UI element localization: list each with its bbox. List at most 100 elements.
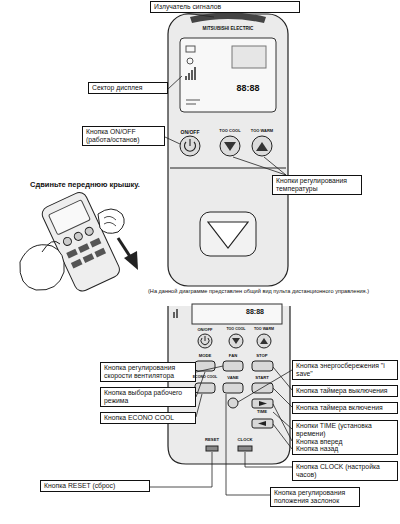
mode-button xyxy=(195,361,215,371)
callout-box: Кнопка таймера выключения xyxy=(292,385,398,397)
up-triangle xyxy=(260,338,268,344)
fingers xyxy=(104,216,116,226)
callout-box: Кнопка ON/OFF (работа/останов) xyxy=(82,126,165,146)
button-label: TOO COOL xyxy=(216,129,244,133)
up-triangle xyxy=(256,142,268,151)
button-label: ON/OFF xyxy=(192,328,218,332)
down-triangle xyxy=(224,142,236,151)
temperature-button xyxy=(252,136,272,156)
cover-triangle xyxy=(208,222,248,248)
isave-button xyxy=(228,398,238,408)
back-triangle xyxy=(258,421,266,426)
leader-line xyxy=(196,394,202,417)
fan-bars xyxy=(186,67,195,80)
thumb xyxy=(42,241,60,252)
callout-text: Кнопка регулирования скорости вентилятор… xyxy=(104,364,192,380)
reset-button xyxy=(206,446,218,451)
note-text: (На данной диаграмме представлен общий в… xyxy=(148,289,398,295)
callout-box: Кнопка ECONO COOL xyxy=(100,412,196,424)
remote-body xyxy=(168,14,288,286)
callout-text: Излучатель сигналов xyxy=(154,3,296,11)
leader-line xyxy=(233,157,286,175)
temperature-button xyxy=(257,334,271,348)
back-button xyxy=(252,419,273,428)
display-panel xyxy=(180,38,276,112)
leader-line xyxy=(196,366,223,372)
callout-box: Кнопки регулирования температуры xyxy=(272,175,362,195)
callout-box: Кнопка выбора рабочего режима xyxy=(100,387,196,407)
display-icon xyxy=(187,58,193,64)
button-label: CLOCK xyxy=(231,438,259,442)
button-label: START xyxy=(249,376,275,380)
callout-text: Кнопка ON/OFF (работа/останов) xyxy=(86,128,161,144)
callout-box: Сектор дисплея xyxy=(88,82,168,94)
clock-button xyxy=(238,446,252,451)
fan-button xyxy=(223,361,243,371)
button-label: STOP xyxy=(249,354,275,358)
display-panel xyxy=(192,304,282,324)
slide-arrow xyxy=(118,238,131,258)
callout-text: Кнопка CLOCK (настройка часов) xyxy=(296,463,394,479)
button-small xyxy=(71,259,83,269)
callout-text: Кнопка выбора рабочего режима xyxy=(104,389,192,405)
button-label: ON/OFF xyxy=(175,130,205,135)
leader-line xyxy=(273,412,292,429)
remote-body xyxy=(168,306,290,464)
cover-edge xyxy=(170,168,286,169)
callout-box: Кнопка регулирования скорости вентилятор… xyxy=(100,362,196,382)
callout-box: Кнопки TIME (установка времени)Кнопка вп… xyxy=(292,420,398,455)
button-label: RESET xyxy=(198,438,226,442)
callout-text: Кнопка энергосбережения "i save" xyxy=(296,362,394,378)
callout-text: Кнопка вперед xyxy=(296,438,394,446)
button-label: VANE xyxy=(220,376,246,380)
button-small xyxy=(84,226,95,237)
callout-text: Кнопка назад xyxy=(296,445,394,453)
callout-box: Кнопка CLOCK (настройка часов) xyxy=(292,461,398,481)
callout-box: Кнопка энергосбережения "i save" xyxy=(292,360,398,380)
callout-box: Кнопка регулирования положения заслонок xyxy=(270,487,360,507)
onoff-button xyxy=(198,334,212,348)
onoff-button xyxy=(180,136,200,156)
leader-line xyxy=(245,452,292,467)
callout-text: Кнопка регулирования положения заслонок xyxy=(274,489,356,505)
display-digits: 88:88 xyxy=(222,84,274,93)
temperature-digits xyxy=(232,46,266,68)
down-triangle xyxy=(232,338,240,344)
button-label: TOO WARM xyxy=(248,129,276,133)
leader-line xyxy=(150,452,212,487)
slide-arrow-head xyxy=(124,251,138,270)
callout-text: Кнопка таймера включения xyxy=(296,404,394,412)
display-icon xyxy=(174,309,177,318)
button-label: TOO COOL xyxy=(223,328,249,332)
button-small xyxy=(83,253,95,263)
callout-box: Кнопка таймера включения xyxy=(292,402,398,414)
button-small xyxy=(66,249,78,259)
button-label: ECONO COOL xyxy=(191,376,219,380)
stop-timer-button xyxy=(252,361,273,371)
callout-text: Кнопка ECONO COOL xyxy=(104,414,192,422)
temperature-button xyxy=(229,334,243,348)
button-small xyxy=(73,231,84,242)
display-digits: 88:88 xyxy=(233,308,277,315)
button-small xyxy=(90,238,102,248)
callout-text: Кнопка таймера выключения xyxy=(296,387,394,395)
button-small xyxy=(78,243,90,253)
leader-line xyxy=(273,424,292,449)
cover-button xyxy=(200,212,256,256)
button-label: FAN xyxy=(220,354,246,358)
power-symbol xyxy=(201,336,209,345)
leader-line xyxy=(238,370,292,402)
instruction-text: Сдвиньте переднюю крышку. xyxy=(30,181,155,189)
brand-logo: MITSUBISHI ELECTRIC xyxy=(188,27,268,32)
power-symbol xyxy=(185,139,196,151)
callout-box: Кнопка RESET (сброс) xyxy=(40,480,150,492)
callout-text: Сектор дисплея xyxy=(92,84,164,92)
vane-button xyxy=(223,383,243,393)
leader-line xyxy=(264,157,286,175)
button-small xyxy=(94,248,106,258)
forward-button xyxy=(252,399,273,408)
temperature-button xyxy=(220,136,240,156)
leader-line xyxy=(273,388,292,407)
button-label: MODE xyxy=(192,354,218,358)
leader-line xyxy=(165,137,180,144)
